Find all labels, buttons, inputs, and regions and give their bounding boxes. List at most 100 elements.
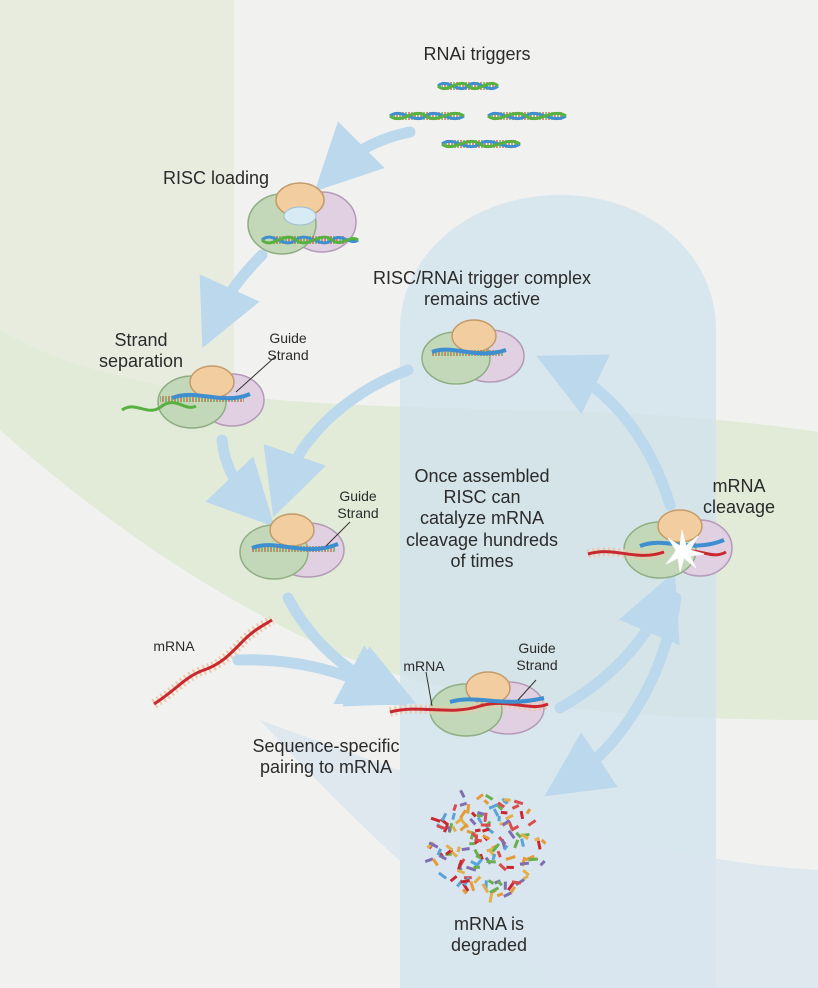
mrna-fragment — [497, 815, 501, 822]
mrna-fragment — [475, 854, 482, 860]
label-complex-remains-active: RISC/RNAi trigger complex remains active — [372, 268, 592, 310]
mrna-fragment — [507, 881, 515, 891]
mrna-fragment — [482, 834, 491, 841]
mrna-fragment — [480, 823, 491, 827]
mrna-fragment — [470, 811, 477, 818]
mrna-fragment — [511, 804, 520, 810]
degraded-mrna-fragments — [424, 789, 547, 903]
mrna-fragment — [496, 880, 503, 887]
mrna-fragment — [451, 812, 456, 821]
rnai-trigger-duplex — [441, 139, 521, 149]
mrna-fragment — [503, 798, 511, 802]
mrna-fragment — [491, 853, 497, 861]
mrna-fragment — [536, 840, 542, 850]
mrna-fragment — [503, 881, 507, 890]
mrna-fragment — [513, 839, 520, 849]
mrna-fragment — [424, 857, 434, 864]
mrna-fragment — [524, 854, 535, 862]
mrna-fragment — [503, 891, 512, 898]
label-risc-loading: RISC loading — [162, 168, 270, 188]
mrna-fragment — [474, 828, 481, 833]
mrna-fragment — [466, 865, 477, 872]
label-mrna-degraded: mRNA is degraded — [450, 914, 528, 956]
mrna-fragment — [459, 809, 467, 819]
mrna-fragment — [481, 883, 490, 894]
rnai-trigger-duplex — [487, 111, 567, 121]
mrna-fragment — [496, 892, 504, 898]
mrna-fragment — [496, 850, 502, 858]
mrna-fragment — [488, 803, 499, 810]
mrna-fragment — [486, 859, 496, 864]
arrow-triggers-to-loading — [314, 121, 416, 192]
arrow-complex-to-assembled — [263, 364, 414, 518]
pathway-arrows — [199, 121, 682, 797]
mrna-fragment — [502, 844, 509, 851]
mrna-fragment — [511, 880, 521, 885]
mrna-fragment — [436, 848, 443, 856]
mrna-fragment — [513, 799, 524, 806]
risc-complex-active — [421, 319, 525, 385]
cleavage-burst-icon — [665, 529, 705, 573]
risc-complex-pairing — [388, 671, 550, 737]
label-sequence-pairing: Sequence-specific pairing to mRNA — [252, 736, 400, 778]
mrna-fragment — [473, 865, 481, 870]
mrna-fragment — [436, 824, 446, 831]
risc-complex-separation — [121, 355, 277, 429]
mrna-fragment — [534, 836, 541, 842]
mrna-fragment — [438, 854, 447, 861]
risc-complex-cleavage — [586, 509, 733, 579]
mrna-fragment — [484, 793, 494, 801]
mrna-fragment — [428, 841, 439, 849]
mrna-fragment — [452, 804, 458, 812]
arrow-cleavage-to-degraded — [544, 592, 682, 797]
background-green-panel — [0, 0, 234, 410]
mrna-fragment — [506, 865, 514, 869]
mrna-fragment — [459, 789, 466, 799]
label-mrna-free: mRNA — [153, 638, 195, 654]
mrna-fragment — [473, 848, 480, 857]
mrna-fragment — [507, 829, 516, 840]
mrna-fragment — [527, 819, 537, 827]
mrna-fragment — [449, 875, 458, 883]
mrna-fragment — [443, 824, 449, 833]
mrna-fragment — [431, 858, 439, 867]
background-blue-lower — [260, 720, 818, 988]
mrna-fragment — [430, 816, 441, 823]
mrna-fragment — [440, 812, 448, 822]
label-center-description: Once assembled RISC can catalyze mRNA cl… — [405, 466, 559, 571]
mrna-fragment — [466, 803, 471, 814]
background-blue-column — [400, 195, 716, 988]
mrna-fragment — [459, 801, 468, 807]
label-rnai-triggers: RNAi triggers — [423, 44, 531, 64]
label-guide-strand-pairing: Guide Strand — [516, 640, 558, 673]
rnai-trigger-duplex — [389, 111, 465, 121]
mrna-fragment — [520, 838, 525, 847]
mrna-fragment — [496, 804, 504, 811]
mrna-fragment — [481, 827, 490, 833]
mrna-fragment — [528, 857, 539, 862]
mrna-fragment — [519, 810, 525, 820]
mrna-fragment — [437, 871, 448, 880]
mrna-fragment — [492, 808, 500, 817]
mrna-fragment — [522, 869, 530, 877]
mrna-fragment — [451, 825, 457, 833]
arrow-loading-to-separation — [199, 249, 268, 349]
mrna-fragment — [487, 879, 495, 885]
mrna-fragment — [469, 817, 477, 826]
mrna-fragment — [456, 868, 466, 875]
mrna-fragment — [539, 860, 546, 867]
mrna-fragment — [519, 861, 530, 866]
guide-strand-separation — [171, 392, 251, 401]
mrna-fragment — [445, 844, 454, 852]
label-strand-separation: Strand separation — [98, 330, 184, 372]
mrna-fragment — [498, 862, 507, 872]
mrna-fragment — [483, 799, 490, 805]
mrna-fragment — [449, 850, 458, 858]
mrna-fragment — [505, 855, 516, 861]
mrna-fragment — [456, 846, 461, 853]
mrna-fragment — [475, 793, 484, 801]
label-guide-strand-separation: Guide Strand — [267, 330, 309, 363]
mrna-fragment — [462, 882, 470, 892]
mrna-fragment — [470, 860, 479, 867]
